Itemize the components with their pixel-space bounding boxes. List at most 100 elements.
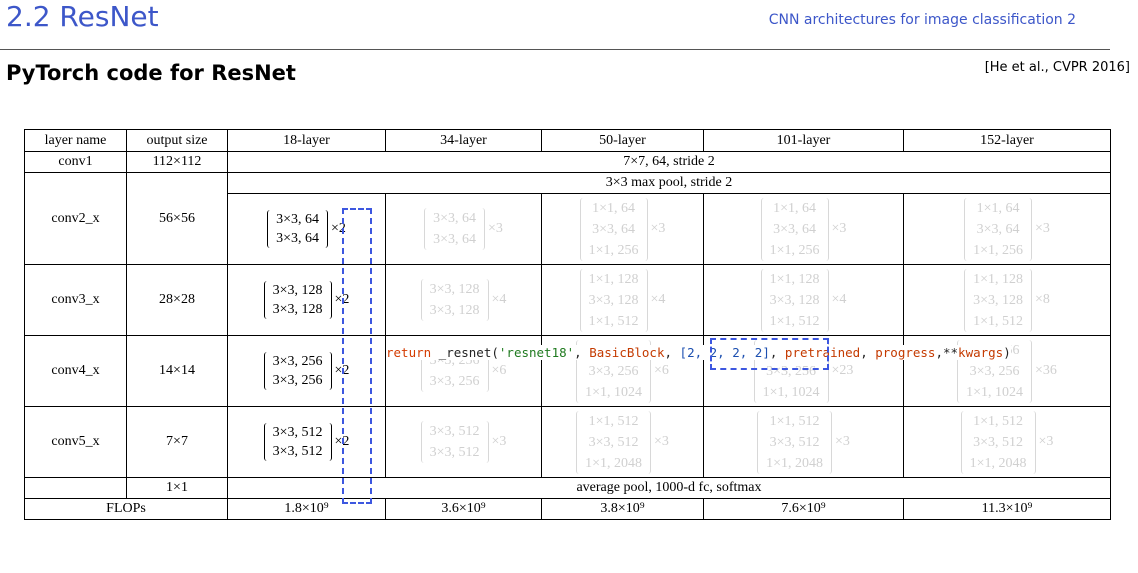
header-cell: 50-layer [541, 129, 704, 152]
flops-label-cell: FLOPs [24, 498, 228, 520]
output-size-cell: 14×14 [126, 335, 228, 407]
code-line: return _resnet('resnet18', BasicBlock, [… [386, 345, 1011, 360]
flops-value-cell: 11.3×10⁹ [903, 498, 1111, 520]
block-line: 3×3, 256 [272, 373, 323, 388]
maxpool-cell: 3×3 max pool, stride 2 [227, 172, 1111, 194]
block-line: 1×1, 1024 [966, 384, 1023, 400]
block-repeat: ×4 [831, 292, 847, 307]
block-line: 1×1, 2048 [969, 455, 1027, 471]
section-heading: PyTorch code for ResNet [6, 61, 296, 85]
flops-value-cell: 3.6×10⁹ [385, 498, 542, 520]
output-size-cell: 7×7 [126, 406, 228, 478]
block-line: 1×1, 512 [973, 413, 1023, 429]
header-cell: 34-layer [385, 129, 542, 152]
block-bracket: 1×1, 512 3×3, 512 1×1, 2048 [757, 410, 832, 474]
block-repeat: ×3 [488, 221, 503, 236]
header-cell: layer name [24, 129, 127, 152]
code-arg-kwargs: kwargs [958, 345, 1004, 360]
block-repeat: ×6 [491, 363, 507, 378]
block-repeat: ×2 [334, 363, 350, 378]
flops-value-cell: 7.6×10⁹ [703, 498, 904, 520]
block-line: 1×1, 512 [973, 313, 1023, 329]
layer-name-cell: conv1 [24, 151, 127, 173]
block-line: 1×1, 512 [588, 413, 639, 429]
block-line: 1×1, 128 [769, 271, 820, 287]
block-line: 1×1, 512 [588, 313, 639, 329]
block-line: 3×3, 64 [276, 212, 319, 227]
block-line: 3×3, 512 [429, 424, 480, 439]
block-repeat: ×3 [1035, 221, 1050, 236]
block-line: 3×3, 256 [766, 363, 816, 379]
output-size-cell: 28×28 [126, 264, 228, 336]
block-line: 1×1, 256 [769, 242, 820, 258]
block-line: 1×1, 128 [973, 271, 1023, 287]
code-layers-list: [2, 2, 2, 2] [679, 345, 770, 360]
header-cell: 152-layer [903, 129, 1111, 152]
block-line: 1×1, 64 [976, 200, 1020, 216]
block-line: 3×3, 128 [588, 292, 639, 308]
code-string: 'resnet18' [498, 345, 575, 360]
block-repeat: ×4 [491, 292, 507, 307]
block-line: 1×1, 2048 [766, 455, 823, 471]
code-sep: , [664, 345, 680, 360]
block-line: 3×3, 512 [588, 434, 639, 450]
block-line: 3×3, 256 [429, 374, 480, 389]
output-size-cell: 1×1 [126, 477, 228, 499]
header-cell: 101-layer [703, 129, 904, 152]
layer-name-cell: conv2_x [24, 172, 127, 265]
block-repeat: ×3 [835, 434, 850, 449]
layer-name-cell: conv5_x [24, 406, 127, 478]
block-line: 1×1, 512 [769, 413, 820, 429]
block-cell: 1×1, 512 3×3, 512 1×1, 2048 ×3 [703, 406, 904, 478]
block-line: 3×3, 64 [773, 221, 816, 237]
block-line: 3×3, 128 [272, 283, 323, 298]
code-close: ) [1003, 345, 1011, 360]
header-cell: 18-layer [227, 129, 386, 152]
code-keyword: return [386, 345, 432, 360]
block-line: 1×1, 512 [769, 313, 820, 329]
block-spec: 1×1, 512 3×3, 512 1×1, 2048 ×3 [757, 410, 850, 474]
layer-name-cell [24, 477, 127, 499]
block-repeat: ×2 [334, 434, 350, 449]
block-line: 3×3, 512 [769, 434, 820, 450]
layer-name-cell: conv3_x [24, 264, 127, 336]
block-line: 3×3, 512 [272, 425, 323, 440]
highlight-layers-list [710, 338, 829, 370]
code-arg-progress: progress [875, 345, 936, 360]
